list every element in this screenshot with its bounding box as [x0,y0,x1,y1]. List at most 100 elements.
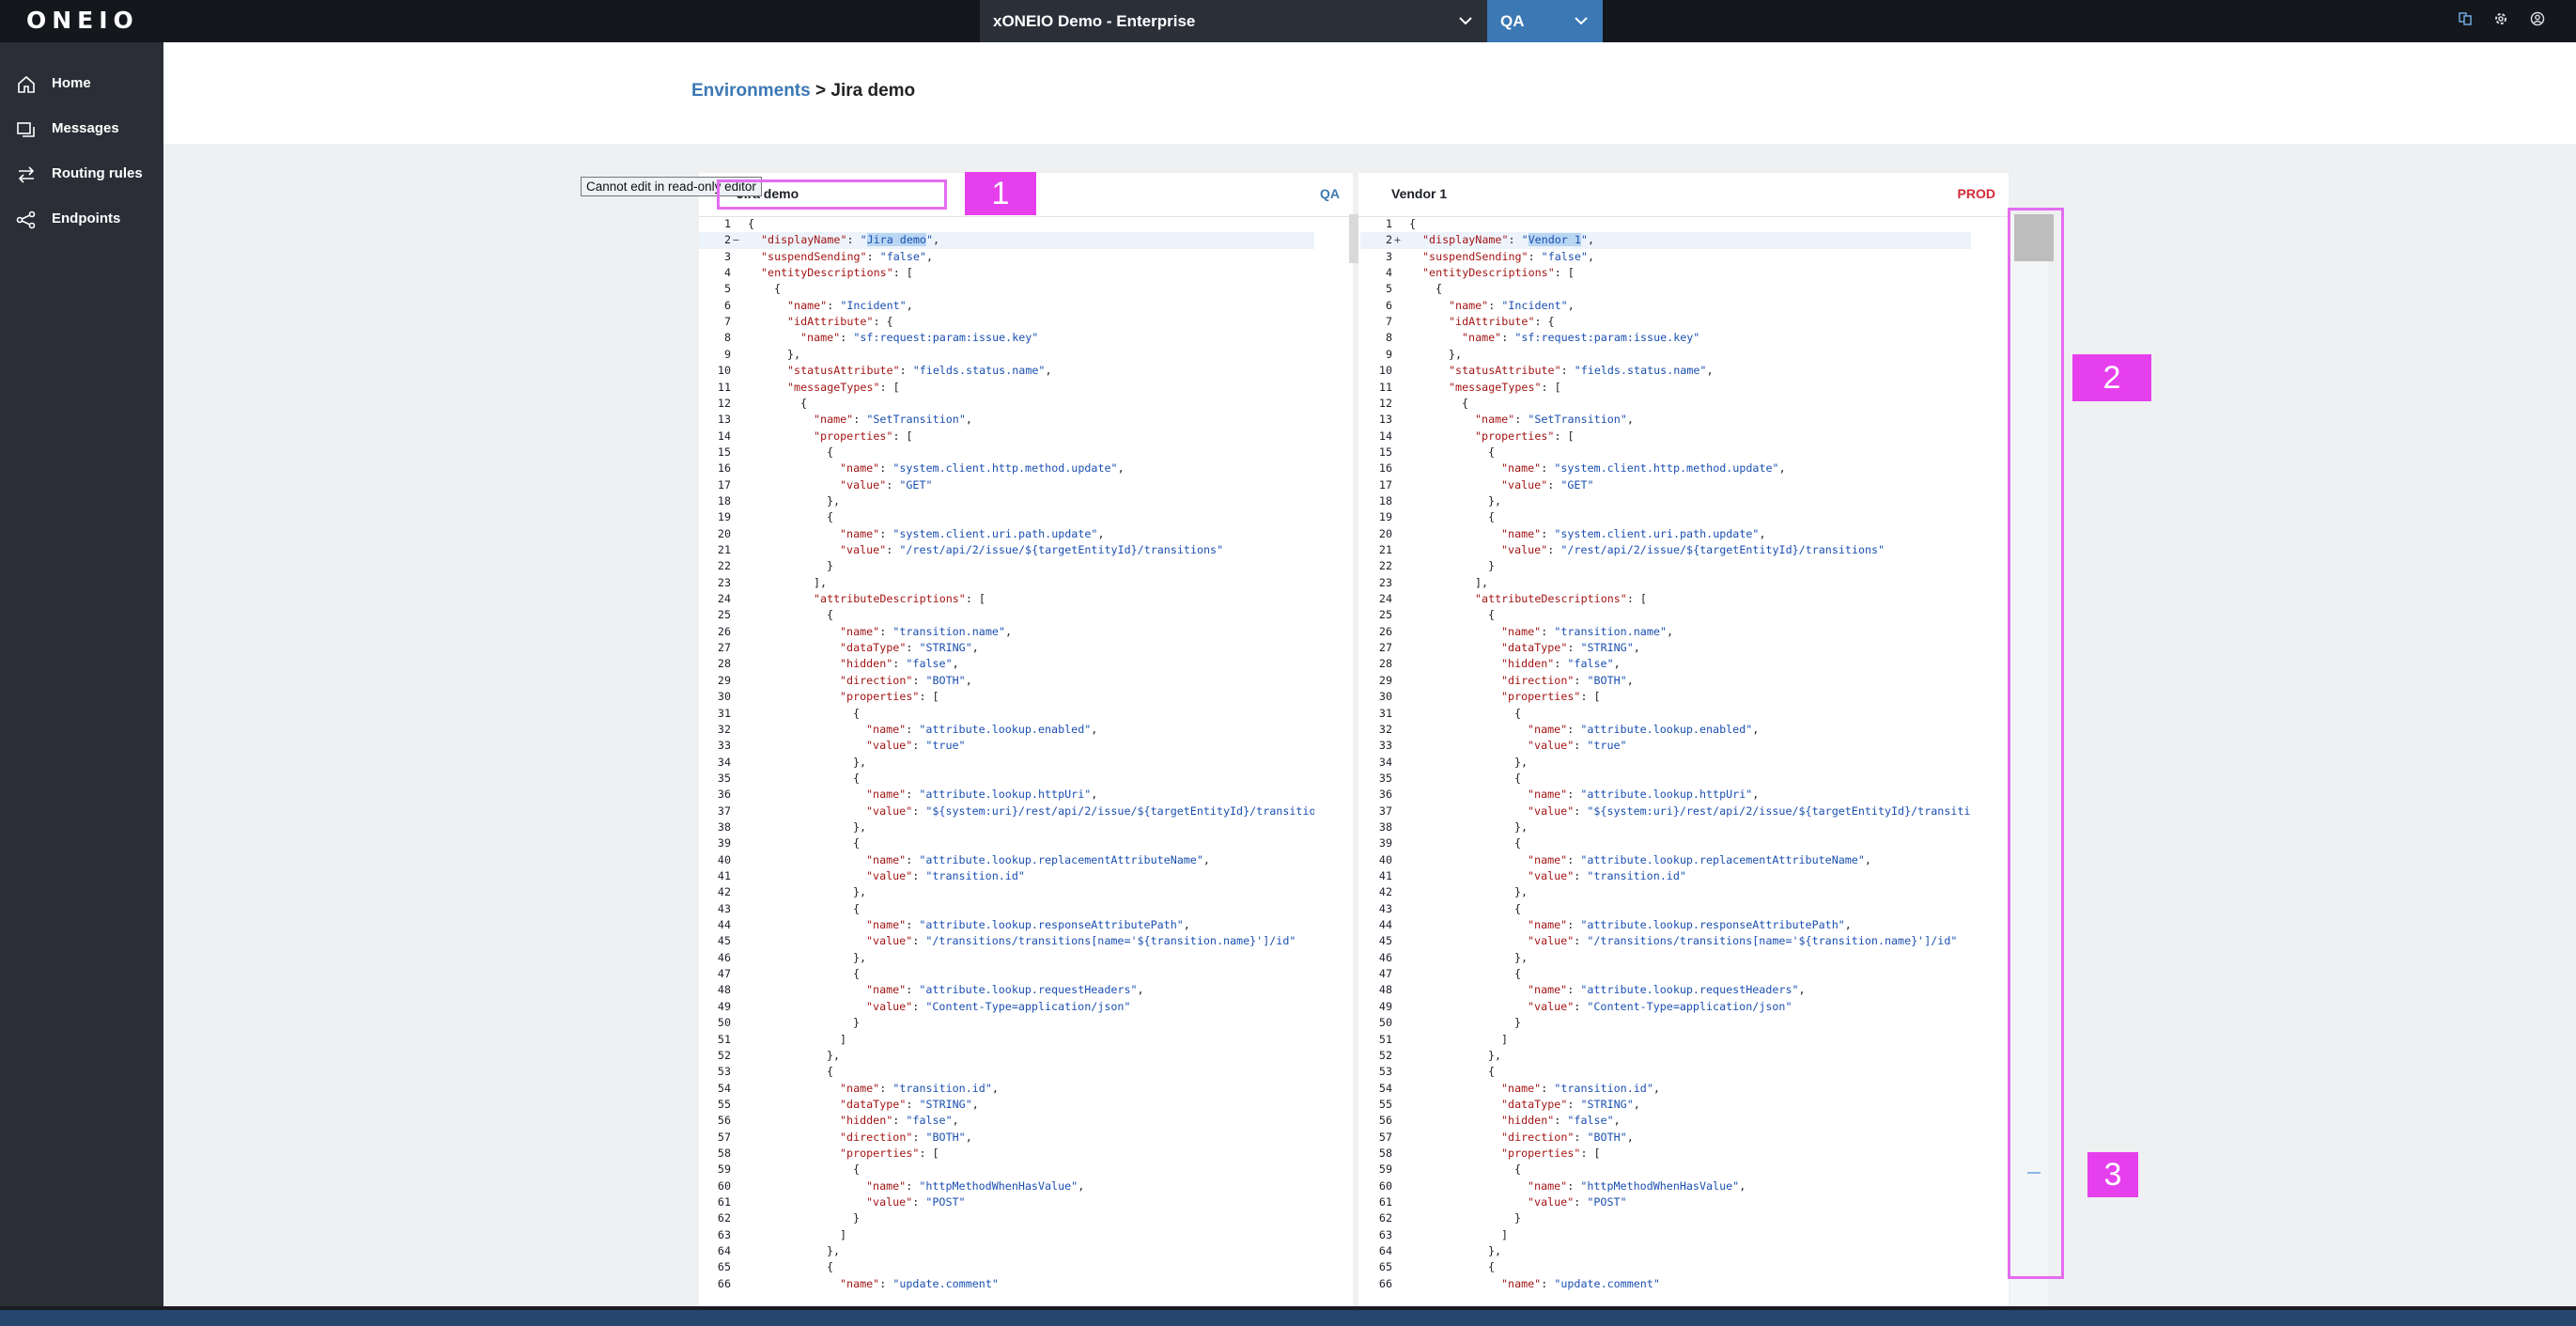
json-punct: , [991,1081,999,1095]
json-punct: , [1759,526,1766,540]
code-line: 7"idAttribute": { [1360,314,1971,330]
code-line: 52}, [699,1048,1314,1064]
line-number: 63 [717,1227,731,1241]
json-key: "name" [1501,461,1542,476]
code-text: { [1514,901,1521,917]
stage-select[interactable]: QA [1487,0,1603,42]
code-text: "idAttribute": { [1449,314,1555,330]
json-punct: }, [827,1048,841,1062]
code-line: 65{ [699,1259,1314,1275]
line-number: 46 [1378,950,1392,964]
code-text: "name": "sf:request:param:issue.key" [800,330,1038,346]
code-text: { [800,396,807,412]
code-text: { [853,706,860,722]
json-punct: , [925,249,933,263]
json-punct: : [ [1626,592,1647,606]
compare-icon[interactable] [2455,10,2475,31]
code-line: 19{ [699,509,1314,525]
code-line: 24"attributeDescriptions": [ [1360,591,1971,607]
json-punct: : [840,331,854,345]
code-line: 5{ [1360,281,1971,297]
json-punct: , [1613,1114,1621,1128]
code-text: "name": "update.comment" [840,1276,999,1292]
code-text: "dataType": "STRING", [840,640,979,656]
code-text: } [1488,558,1495,574]
json-key: "name" [800,331,841,345]
panel-divider[interactable] [1353,173,1358,1306]
json-string: "transition.id" [925,869,1025,882]
json-string: "fields.status.name" [1574,364,1707,378]
line-number: 3 [723,249,731,263]
right-code-editor[interactable]: 1{2+"displayName": "Vendor 1",3"suspendS… [1360,214,1971,1306]
json-key: "idAttribute" [1449,315,1535,329]
code-line: 51] [1360,1032,1971,1048]
overview-ruler[interactable] [2010,214,2048,1306]
code-text: { [827,607,833,623]
json-string: "system.client.uri.path.update" [1554,526,1760,540]
json-string: "attribute.lookup.replacementAttributeNa… [919,852,1203,866]
code-line: 6"name": "Incident", [1360,298,1971,314]
sidebar-item-routing-rules[interactable]: Routing rules [0,156,163,194]
json-key: "attributeDescriptions" [1475,592,1627,606]
sidebar-item-endpoints[interactable]: Endpoints [0,201,163,239]
json-punct: , [1666,624,1673,638]
json-punct: { [827,1260,834,1274]
user-account-icon[interactable] [2527,10,2548,31]
environment-select[interactable]: xONEIO Demo - Enterprise [980,0,1487,42]
code-text: "value": "POST" [866,1194,966,1210]
code-text: { [1514,966,1521,982]
json-string: "POST" [1587,1195,1627,1209]
code-line: 26"name": "transition.name", [699,624,1314,640]
code-line: 61"value": "POST" [699,1194,1314,1210]
json-punct: : [1501,331,1515,345]
json-string: "STRING" [919,1097,972,1111]
json-punct: ] [840,1227,847,1241]
code-line: 20"name": "system.client.uri.path.update… [699,526,1314,542]
left-editor-scrollbar[interactable] [1349,214,1358,263]
code-line: 61"value": "POST" [1360,1194,1971,1210]
left-code-editor[interactable]: 1{2−"displayName": "Jira demo",3"suspend… [699,214,1314,1306]
chevron-down-icon [1457,0,1474,59]
line-number: 19 [1378,510,1392,524]
display-name-value: "Jira demo" [860,233,933,247]
code-text: "value": "${system:uri}/rest/api/2/issue… [1528,803,1971,819]
gear-icon[interactable] [2491,10,2511,31]
code-line: 56"hidden": "false", [699,1113,1314,1129]
json-punct: { [853,771,861,785]
json-punct: }, [853,819,867,834]
json-string: "attribute.lookup.requestHeaders" [1580,983,1799,997]
annotation-tag-3: 3 [2087,1152,2138,1197]
json-key: "entityDescriptions" [1422,266,1555,280]
line-number: 44 [717,918,731,932]
json-punct: , [1626,1130,1634,1144]
line-number: 58 [717,1146,731,1160]
code-text: "hidden": "false", [1501,656,1621,672]
json-punct: { [827,445,834,459]
json-string: "httpMethodWhenHasValue" [1580,1178,1740,1193]
json-punct: , [1203,852,1210,866]
json-string: "true" [1587,739,1627,753]
oneio-logo[interactable]: ONEIO [26,7,139,34]
json-string: "attribute.lookup.replacementAttributeNa… [1580,852,1865,866]
line-number: 50 [717,1016,731,1030]
json-key: "value" [1528,1195,1575,1209]
breadcrumb-link-environments[interactable]: Environments [691,81,811,101]
code-text: }, [1514,884,1528,900]
code-line: 44"name": "attribute.lookup.responseAttr… [1360,917,1971,933]
json-punct: : [1547,477,1561,491]
sidebar-item-home[interactable]: Home [0,66,163,103]
code-text: { [1514,706,1521,722]
code-text: "name": "attribute.lookup.responseAttrib… [1528,917,1852,933]
json-punct: , [1137,983,1144,997]
json-key: "name" [1528,1178,1568,1193]
code-line: 6"name": "Incident", [699,298,1314,314]
json-punct: , [1752,722,1760,736]
code-line: 19{ [1360,509,1971,525]
code-line: 47{ [699,966,1314,982]
sidebar-item-messages[interactable]: Messages [0,111,163,148]
right-editor-scrollbar-thumb[interactable] [2014,214,2054,261]
line-number: 15 [717,445,731,459]
json-punct: : [912,803,926,818]
json-key: "displayName" [761,233,847,247]
page-header: Environments > Jira demo [163,42,2576,144]
